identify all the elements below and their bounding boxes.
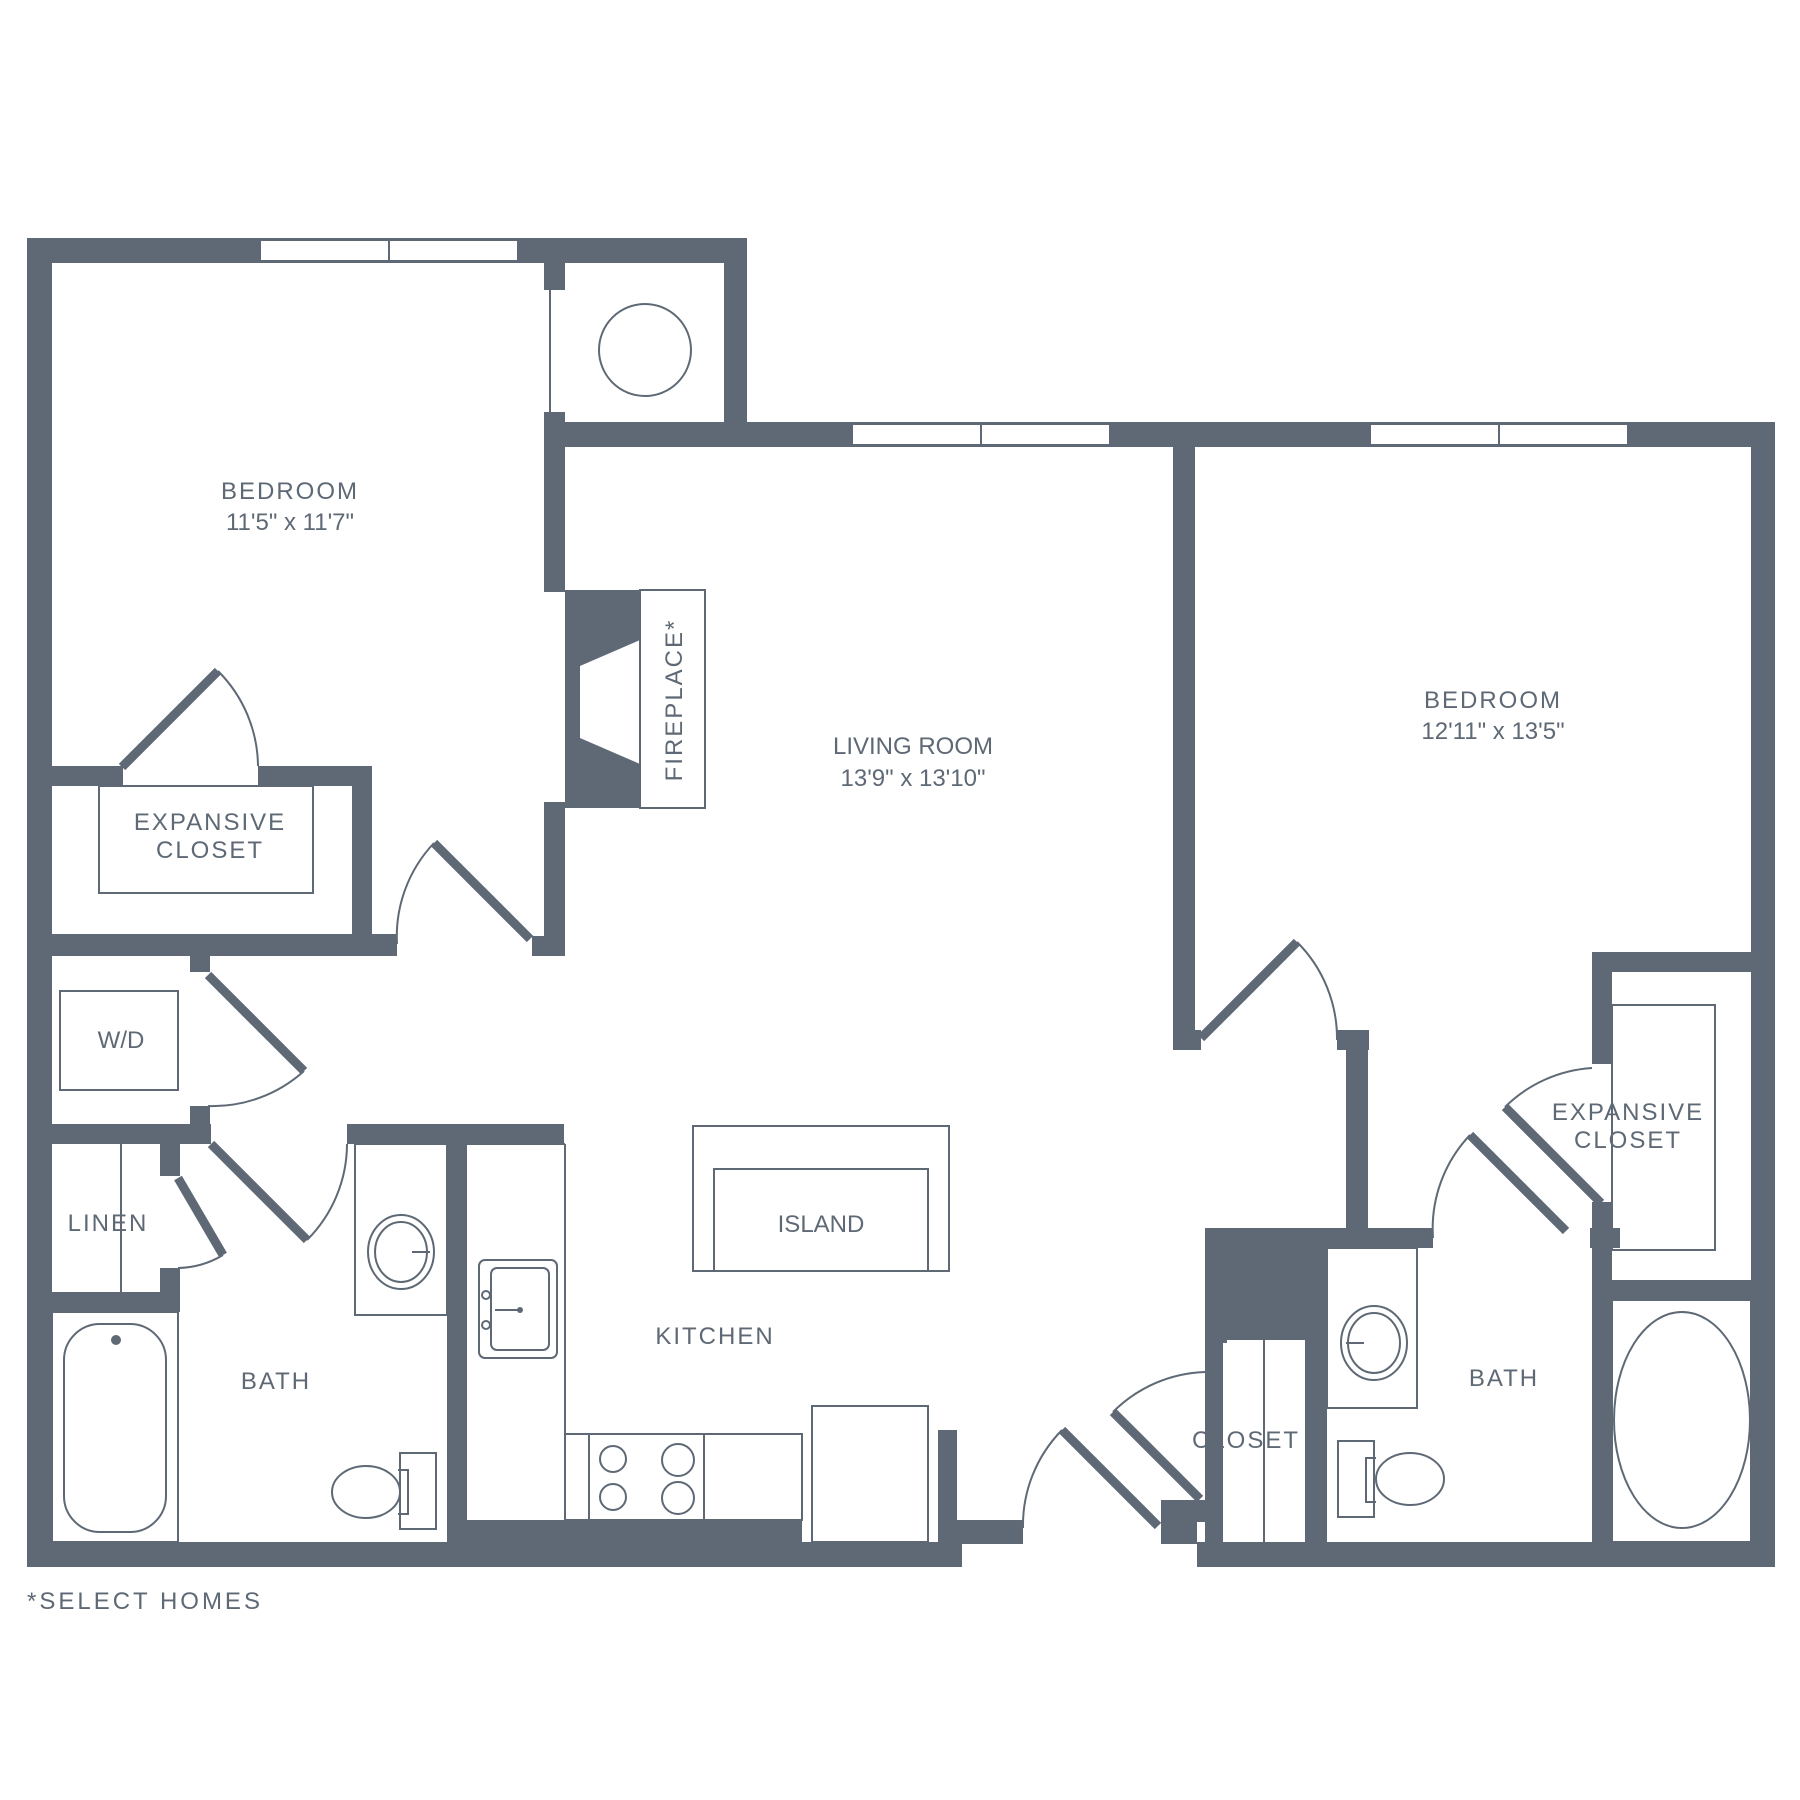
bath-2-label: BATH	[1469, 1365, 1539, 1392]
living-room-name: LIVING ROOM	[833, 733, 993, 760]
windows	[259, 239, 1629, 446]
washer-dryer-label: W/D	[98, 1027, 145, 1054]
bathtub-icon	[51, 1311, 179, 1543]
entry-closet-label: CLOSET	[1192, 1427, 1300, 1454]
oval-tub-icon	[1613, 1311, 1751, 1529]
closet-1-line2: CLOSET	[156, 837, 264, 864]
fireplace-label: FIREPLACE*	[661, 619, 688, 782]
toilet-icon	[331, 1465, 401, 1519]
island-label: ISLAND	[778, 1211, 865, 1238]
room-labels: BEDROOM 11'5" x 11'7" EXPANSIVE CLOSET F…	[68, 478, 1704, 1454]
refrigerator-icon	[811, 1405, 929, 1543]
fireplace-hearth	[639, 589, 706, 809]
closet-shelf	[98, 785, 314, 894]
kitchen-sink-icon	[478, 1259, 558, 1359]
bath-1-label: BATH	[241, 1368, 311, 1395]
sink-icon	[367, 1214, 435, 1290]
water-heater-icon	[598, 303, 692, 397]
linen-label: LINEN	[68, 1210, 149, 1237]
footnote: *SELECT HOMES	[27, 1588, 263, 1615]
bedroom-1-name: BEDROOM	[221, 478, 359, 505]
interior-walls	[27, 238, 1775, 1544]
bedroom-1-size: 11'5" x 11'7"	[226, 509, 354, 536]
closet-2-line2: CLOSET	[1574, 1127, 1682, 1154]
kitchen-label: KITCHEN	[655, 1323, 774, 1350]
island-icon	[692, 1125, 950, 1272]
closet-shelf-2	[1611, 1004, 1716, 1251]
closet-2-line1: EXPANSIVE	[1552, 1099, 1704, 1126]
closet-1-line1: EXPANSIVE	[134, 809, 286, 836]
sink-icon-2	[1340, 1305, 1408, 1381]
fixtures	[51, 303, 1752, 1544]
stove-icon	[588, 1433, 705, 1521]
washer-dryer-icon	[59, 990, 179, 1091]
vanity	[354, 1143, 448, 1316]
living-room-size: 13'9" x 13'10"	[841, 765, 986, 792]
doors	[118, 667, 1605, 1530]
vanity-2	[1326, 1247, 1418, 1409]
bedroom-2-size: 12'11" x 13'5"	[1421, 718, 1564, 745]
toilet-icon-2	[1375, 1452, 1445, 1506]
bedroom-2-name: BEDROOM	[1424, 687, 1562, 714]
